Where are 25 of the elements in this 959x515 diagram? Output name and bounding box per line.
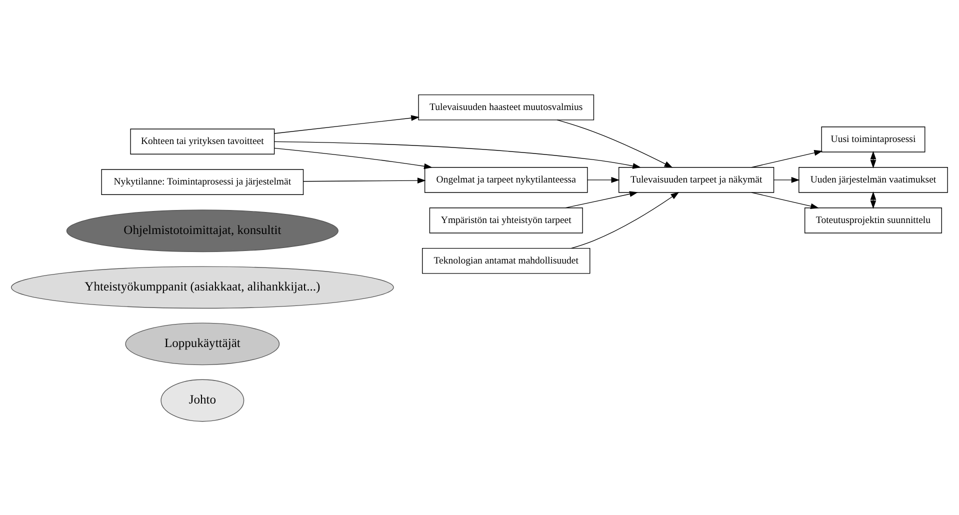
arrow (870, 191, 876, 208)
node-box: Kohteen tai yrityksen tavoitteet (130, 128, 275, 154)
node-box: Uuden järjestelmän vaatimukset (798, 166, 948, 192)
node-box: Tulevaisuuden tarpeet ja näkymät (618, 166, 774, 192)
node-ellipse: Ohjelmistotoimittajat, konsultit (66, 209, 338, 252)
arrow (303, 177, 426, 183)
arrow (274, 147, 432, 169)
node-box: Tulevaisuuden haasteet muutosvalmius (418, 94, 594, 120)
node-ellipse: Johto (160, 378, 244, 422)
node-box: Teknologian antamat mahdollisuudet (422, 247, 590, 274)
arrow (751, 192, 820, 209)
node-ellipse: Yhteistyökumppanit (asiakkaat, alihankkijat...) (10, 266, 394, 308)
node-box: Uusi toimintaprosessi (821, 126, 926, 152)
arrow (274, 114, 420, 134)
arrow (870, 150, 876, 168)
node-box: Nykytilanne: Toimintaprosessi ja järjestelmät (101, 168, 304, 194)
node-ellipse: Loppukäyttäjät (125, 322, 280, 365)
node-box: Ongelmat ja tarpeet nykytilanteessa (424, 166, 588, 192)
node-box: Toteutusprojektin suunnittelu (804, 207, 942, 233)
arrow (274, 140, 642, 168)
arrow (751, 150, 823, 168)
arrow (556, 119, 673, 168)
arrow (587, 176, 620, 182)
arrow (774, 176, 800, 182)
node-box: Ympäristön tai yhteistyön tarpeet (429, 207, 583, 233)
